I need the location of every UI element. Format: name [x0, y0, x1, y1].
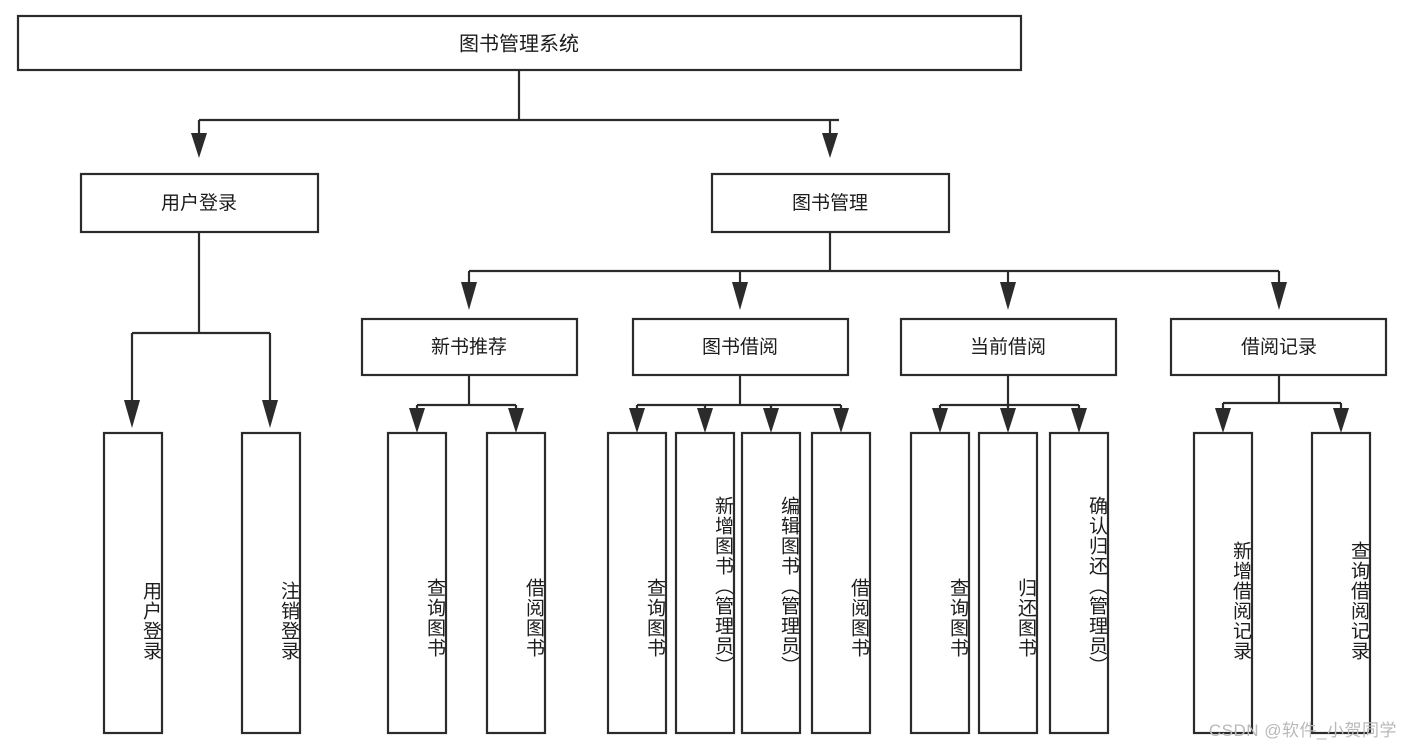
connector-root-to-level2 [191, 70, 839, 158]
node-box-book-manage[interactable] [710, 172, 951, 234]
node-box-leaf-logout[interactable] [240, 431, 302, 735]
connector-bookmanage-to-level3 [461, 232, 1287, 310]
node-box-leaf-borrow-book-2[interactable] [810, 431, 872, 735]
node-box-root[interactable] [16, 14, 1023, 72]
arrow-head-icon [732, 282, 748, 310]
node-box-leaf-edit-book[interactable] [740, 431, 802, 735]
node-label-current-borrow: 当前借阅 [970, 336, 1046, 358]
connector-bookborrow-to-leaves [629, 375, 849, 433]
arrow-head-icon [1215, 408, 1231, 433]
connector-currentborrow-to-leaves [932, 375, 1087, 433]
node-book-manage[interactable]: 图书管理 [710, 172, 951, 234]
node-box-leaf-confirm-return[interactable] [1048, 431, 1110, 735]
arrow-head-icon [697, 408, 713, 433]
node-box-leaf-add-record[interactable] [1192, 431, 1254, 735]
node-label-new-book-recommend: 新书推荐 [431, 336, 507, 358]
arrow-head-icon [1333, 408, 1349, 433]
node-box-leaf-query-book-2[interactable] [606, 431, 668, 735]
arrow-head-icon [1000, 408, 1016, 433]
node-box-borrow-record[interactable] [1169, 317, 1388, 377]
node-box-leaf-add-book[interactable] [674, 431, 736, 735]
arrow-head-icon [1271, 282, 1287, 310]
node-label-borrow-record: 借阅记录 [1241, 336, 1317, 358]
arrow-head-icon [124, 400, 140, 428]
arrow-head-icon [409, 408, 425, 433]
arrow-head-icon [629, 408, 645, 433]
node-label-book-manage: 图书管理 [792, 192, 868, 214]
node-box-leaf-query-book-1[interactable] [386, 431, 448, 735]
arrow-head-icon [932, 408, 948, 433]
arrow-head-icon [262, 400, 278, 428]
node-current-borrow[interactable]: 当前借阅 [899, 317, 1118, 377]
node-box-current-borrow[interactable] [899, 317, 1118, 377]
node-box-new-book-recommend[interactable] [360, 317, 579, 377]
connector-userlogin-to-leaves [124, 232, 278, 428]
connector-borrowrecord-to-leaves [1215, 375, 1349, 433]
node-box-leaf-user-login[interactable] [102, 431, 164, 735]
node-box-book-borrow[interactable] [631, 317, 850, 377]
arrow-head-icon [1000, 282, 1016, 310]
node-label-book-borrow: 图书借阅 [702, 336, 778, 358]
node-label-root: 图书管理系统 [459, 32, 579, 55]
arrow-head-icon [508, 408, 524, 433]
arrow-head-icon [822, 133, 838, 158]
node-new-book-recommend[interactable]: 新书推荐 [360, 317, 579, 377]
node-label-user-login: 用户登录 [161, 192, 237, 214]
node-box-leaf-query-book-3[interactable] [909, 431, 971, 735]
arrow-head-icon [833, 408, 849, 433]
node-box-leaf-return-book[interactable] [977, 431, 1039, 735]
connector-newbook-to-leaves [409, 375, 524, 433]
watermark-text: CSDN @软件_小贺同学 [1208, 721, 1397, 740]
node-book-borrow[interactable]: 图书借阅 [631, 317, 850, 377]
arrow-head-icon [191, 133, 207, 158]
node-borrow-record[interactable]: 借阅记录 [1169, 317, 1388, 377]
node-user-login[interactable]: 用户登录 [79, 172, 320, 234]
arrow-head-icon [1071, 408, 1087, 433]
node-box-user-login[interactable] [79, 172, 320, 234]
node-box-leaf-query-record[interactable] [1310, 431, 1372, 735]
node-box-leaf-borrow-book-1[interactable] [485, 431, 547, 735]
arrow-head-icon [461, 282, 477, 310]
arrow-head-icon [763, 408, 779, 433]
node-root[interactable]: 图书管理系统 [16, 14, 1023, 72]
